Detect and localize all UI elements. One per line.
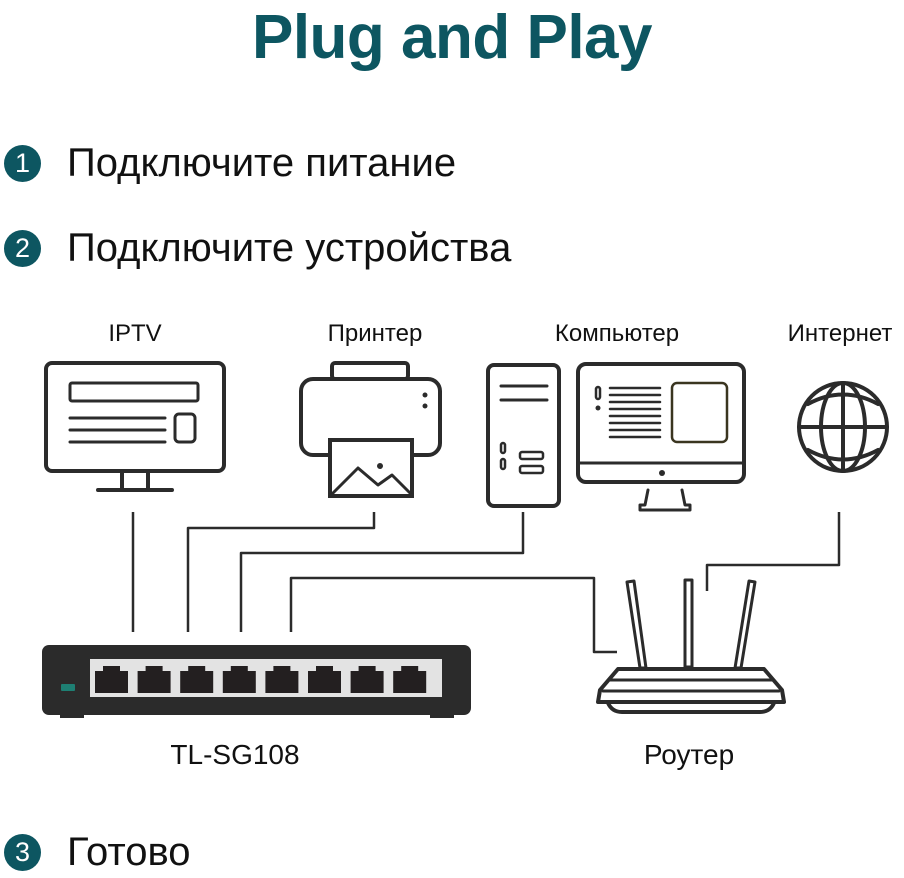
step-text: Подключите питание [67, 141, 457, 185]
printer-label: Принтер [328, 320, 423, 347]
ethernet-port [265, 666, 299, 693]
step-number-badge: 1 [4, 145, 41, 182]
step-number-badge: 2 [4, 230, 41, 267]
internet-label: Интернет [788, 320, 893, 347]
step-3: 3 Готово [4, 830, 191, 875]
ethernet-ports [95, 666, 427, 693]
page-title: Plug and Play [251, 3, 653, 72]
router-icon [596, 578, 786, 714]
tv-icon [44, 361, 226, 492]
step-2: 2 Подключите устройства [4, 226, 511, 271]
switch-label: TL-SG108 [170, 739, 299, 770]
step-number-badge: 3 [4, 834, 41, 871]
ethernet-port [180, 666, 214, 693]
step-text: Подключите устройства [67, 226, 512, 270]
printer-icon [299, 361, 442, 498]
ethernet-port [308, 666, 341, 693]
cables [131, 512, 841, 654]
monitor-icon [576, 362, 746, 512]
ethernet-port [350, 666, 384, 693]
computer-label: Компьютер [555, 320, 679, 347]
power-led [61, 684, 75, 691]
iptv-label: IPTV [108, 320, 161, 347]
ethernet-port [222, 666, 256, 693]
router-label: Роутер [644, 739, 734, 770]
ethernet-port [393, 666, 427, 693]
switch-tl-sg108 [42, 645, 471, 718]
ethernet-port [95, 666, 128, 693]
computer-tower-icon [486, 363, 561, 508]
step-text: Готово [67, 830, 191, 874]
step-1: 1 Подключите питание [4, 141, 456, 186]
ethernet-port [137, 666, 171, 693]
globe-icon [797, 381, 889, 473]
